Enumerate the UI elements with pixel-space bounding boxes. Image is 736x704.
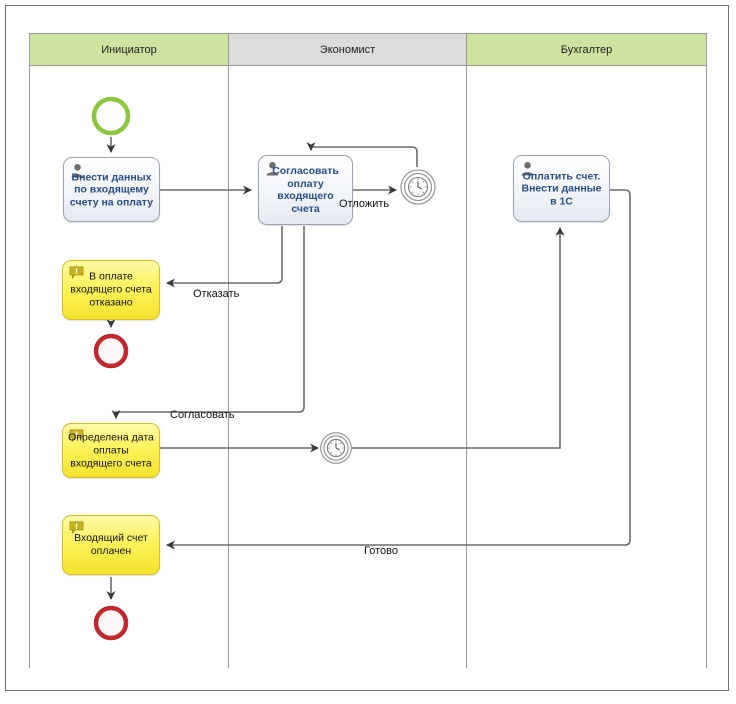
note-label: Входящий счет оплачен xyxy=(74,532,148,557)
event-start[interactable] xyxy=(90,95,132,137)
end-event-icon xyxy=(93,333,129,369)
flow-label-defer: Отложить xyxy=(339,198,390,210)
flow-label-refuse: Отказать xyxy=(193,288,240,300)
task-approve-payment[interactable]: Согласовать оплату входящего счета xyxy=(258,155,353,225)
message-icon xyxy=(69,521,84,534)
note-label: В оплате входящего счета отказано xyxy=(70,270,152,309)
note-label: Определена дата оплаты входящего счета xyxy=(68,431,154,469)
user-icon xyxy=(521,162,534,176)
note-payment-date-set[interactable]: Определена дата оплаты входящего счета xyxy=(62,423,160,478)
lane-header-economist[interactable]: Экономист xyxy=(229,34,467,66)
user-icon xyxy=(266,162,279,176)
flow-label-done: Готово xyxy=(364,545,398,557)
task-pay-invoice[interactable]: Оплатить счет. Внести данные в 1С xyxy=(513,155,610,222)
note-payment-refused[interactable]: В оплате входящего счета отказано xyxy=(62,260,160,320)
event-timer-payment-date[interactable] xyxy=(318,430,354,466)
task-label: Согласовать оплату входящего счета xyxy=(272,165,339,215)
lane-label-economist: Экономист xyxy=(319,43,376,56)
event-end-paid[interactable] xyxy=(92,604,130,642)
message-icon xyxy=(69,429,84,442)
lane-header-accountant[interactable]: Бухгалтер xyxy=(467,34,706,66)
event-end-refused[interactable] xyxy=(92,332,130,370)
task-enter-data[interactable]: Внести данных по входящему счету на опла… xyxy=(63,157,160,222)
timer-icon xyxy=(320,432,352,464)
task-label: Внести данных по входящему счету на опла… xyxy=(69,170,154,208)
message-icon xyxy=(69,266,84,279)
task-label: Оплатить счет. Внести данные в 1С xyxy=(521,169,602,207)
note-invoice-paid[interactable]: Входящий счет оплачен xyxy=(62,515,160,575)
timer-icon xyxy=(400,169,436,205)
lane-header-initiator[interactable]: Инициатор xyxy=(30,34,229,66)
user-icon xyxy=(71,164,84,178)
end-event-icon xyxy=(93,605,129,641)
lane-label-accountant: Бухгалтер xyxy=(560,43,613,56)
lane-label-initiator: Инициатор xyxy=(101,43,157,56)
flow-label-approve: Согласовать xyxy=(170,409,235,421)
event-timer-defer[interactable] xyxy=(398,167,438,207)
